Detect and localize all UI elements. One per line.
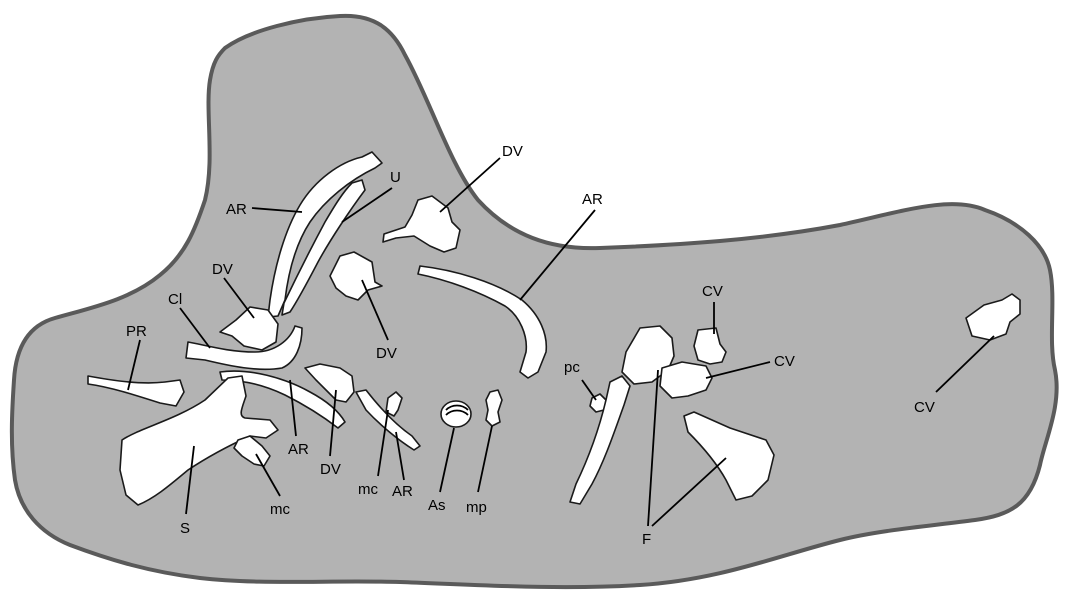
label-mc-mid: mc [358, 481, 378, 498]
label-cv-right: CV [914, 399, 935, 416]
label-dv-lower: DV [320, 461, 341, 478]
label-u: U [390, 169, 401, 186]
label-pr: PR [126, 323, 147, 340]
label-ar-lower: AR [288, 441, 309, 458]
label-ar-top: AR [226, 201, 247, 218]
label-as: As [428, 497, 446, 514]
mp-bone [486, 390, 502, 426]
label-f: F [642, 531, 651, 548]
label-mc-left: mc [270, 501, 290, 518]
label-dv-top: DV [502, 143, 523, 160]
label-s: S [180, 520, 190, 537]
label-pc: pc [564, 359, 580, 376]
label-cv-top: CV [702, 283, 723, 300]
label-mp: mp [466, 499, 487, 516]
label-ar-bottom: AR [392, 483, 413, 500]
label-cv-mid: CV [774, 353, 795, 370]
label-dv-center: DV [376, 345, 397, 362]
label-cl: Cl [168, 291, 182, 308]
label-dv-left: DV [212, 261, 233, 278]
label-ar-mid: AR [582, 191, 603, 208]
